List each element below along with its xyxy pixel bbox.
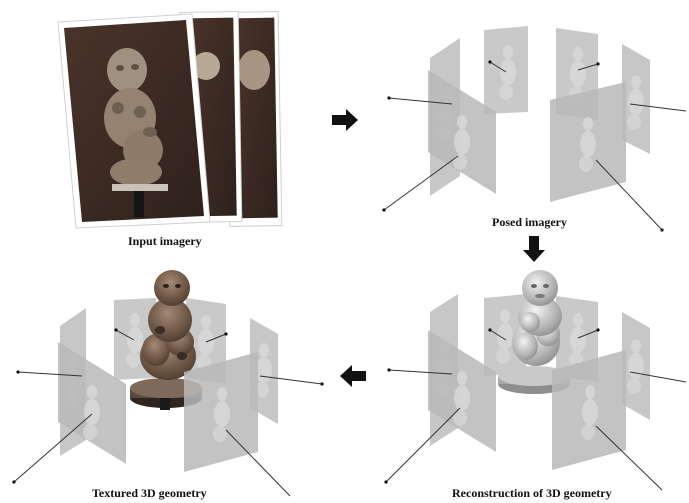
caption-textured-geometry: Textured 3D geometry bbox=[92, 486, 207, 501]
caption-posed-imagery: Posed imagery bbox=[492, 215, 567, 230]
input-imagery-group bbox=[58, 12, 282, 228]
pose-panel bbox=[550, 82, 626, 202]
arrow-left-icon bbox=[340, 365, 366, 387]
caption-input-imagery: Input imagery bbox=[128, 234, 202, 249]
pose-panel bbox=[622, 44, 650, 154]
textured-geometry-group bbox=[12, 270, 323, 496]
reconstruction-group bbox=[384, 270, 686, 490]
pose-panel bbox=[484, 26, 528, 114]
pose-panel bbox=[184, 352, 258, 472]
arrow-down-icon bbox=[523, 236, 545, 262]
posed-imagery-group bbox=[382, 26, 686, 232]
pose-panel bbox=[552, 350, 626, 470]
caption-reconstruction: Reconstruction of 3D geometry bbox=[452, 486, 612, 501]
pose-panel bbox=[622, 312, 650, 420]
arrow-right-icon bbox=[332, 109, 358, 131]
photo-front bbox=[58, 14, 210, 228]
